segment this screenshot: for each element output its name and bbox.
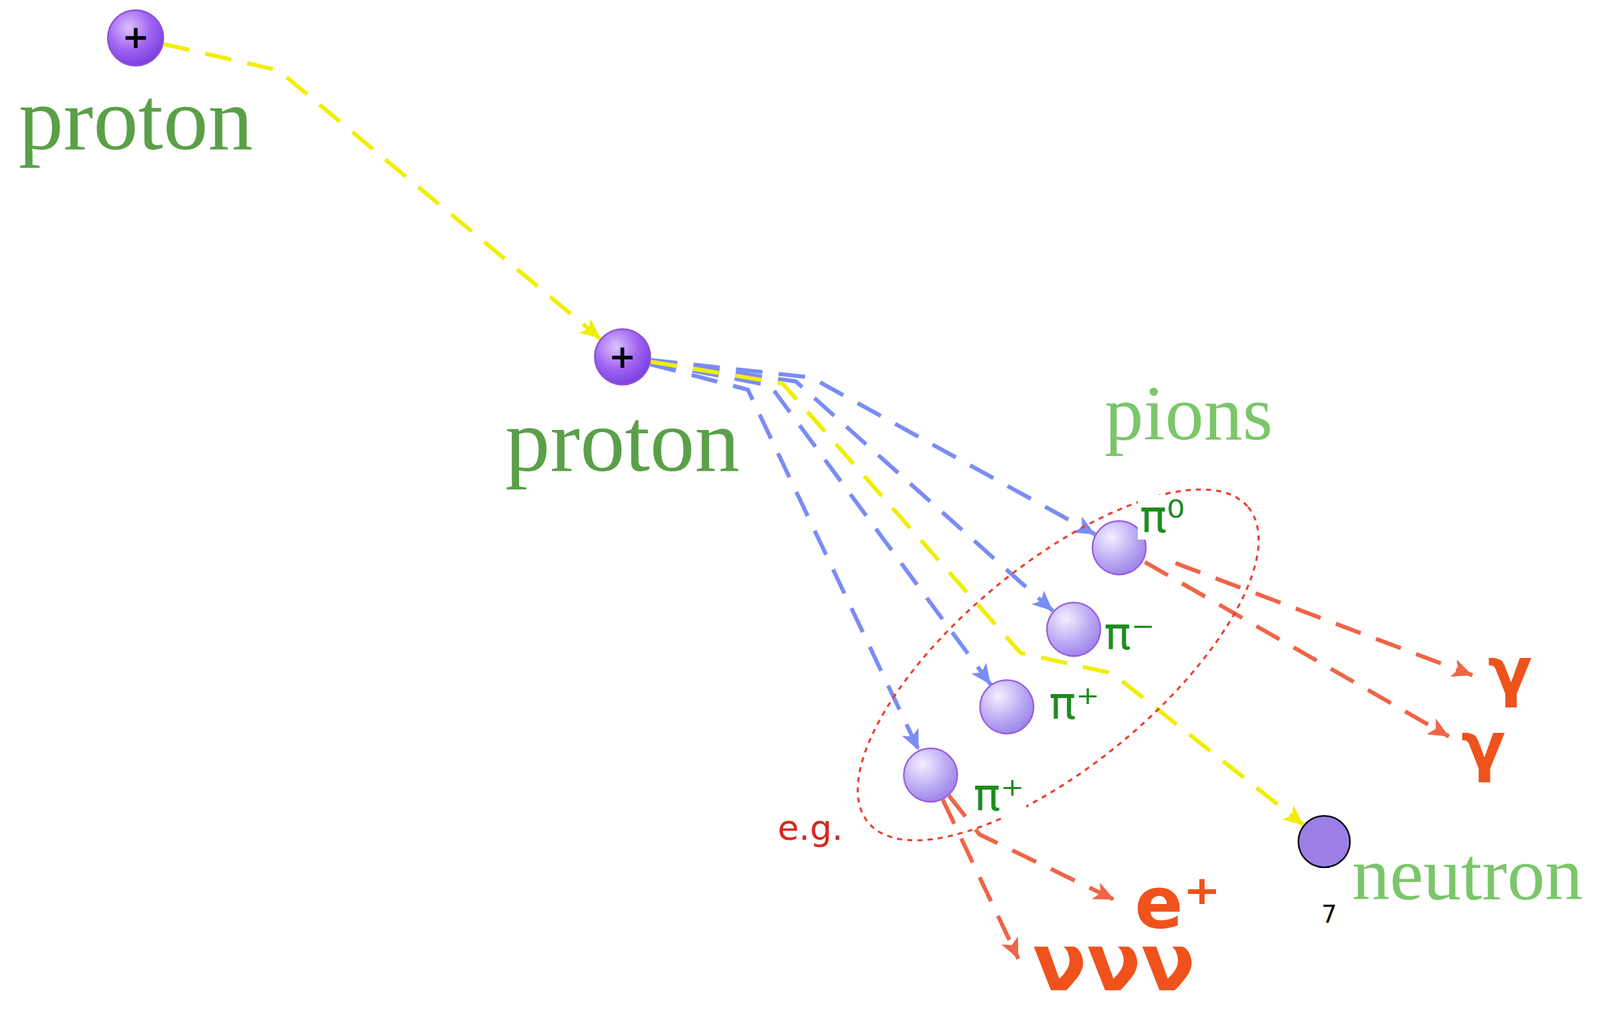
pion-particle: π⁻ bbox=[1046, 602, 1102, 657]
decay-arrow bbox=[1145, 562, 1450, 738]
particle-label: proton bbox=[505, 395, 740, 486]
group-outline bbox=[804, 430, 1312, 901]
particle-ball bbox=[903, 748, 958, 803]
decay-arrow bbox=[1175, 563, 1473, 676]
particle-label: proton bbox=[18, 74, 253, 164]
particle-symbol: π⁺ bbox=[971, 773, 1027, 819]
pion-particle: π⁰ bbox=[1091, 520, 1147, 576]
group-heading: pions bbox=[1105, 375, 1273, 453]
particle-symbol: π⁺ bbox=[1046, 681, 1102, 727]
decay-arrow bbox=[943, 800, 1019, 960]
particle-label: neutron bbox=[1351, 836, 1583, 913]
particle-symbol: π⁰ bbox=[1137, 494, 1187, 540]
pion-particle-outline bbox=[979, 679, 1035, 735]
charge-sign: + bbox=[121, 21, 150, 55]
pion-group: pionsπ⁰π⁻π⁺π⁺ bbox=[858, 489, 1259, 841]
product-symbol: γ bbox=[1461, 714, 1507, 780]
product-symbol: γ bbox=[1487, 639, 1533, 706]
charge-sign: + bbox=[608, 341, 637, 374]
proton-path bbox=[650, 361, 1304, 826]
proton-particle: +proton bbox=[107, 9, 164, 67]
page-number: 7 bbox=[1321, 903, 1338, 928]
particle-symbol: π⁻ bbox=[1102, 612, 1158, 657]
neutron-particle: neutron bbox=[1297, 815, 1351, 869]
note-text: e.g. bbox=[777, 811, 843, 847]
product-symbol: ννν bbox=[1032, 923, 1196, 1004]
particle-ball bbox=[1046, 602, 1101, 657]
pion-particle-outline bbox=[903, 747, 958, 803]
particle-ball bbox=[1298, 816, 1351, 868]
neutron-particle-outline bbox=[1297, 815, 1351, 869]
particle-ball bbox=[594, 329, 651, 385]
particle-ball bbox=[107, 10, 164, 66]
pion-particle: π⁺ bbox=[903, 747, 958, 803]
pion-particle: π⁺ bbox=[979, 679, 1035, 735]
pion-particle-outline bbox=[1046, 602, 1102, 657]
proton-particle: +proton bbox=[593, 328, 651, 386]
particle-ball bbox=[980, 680, 1035, 734]
